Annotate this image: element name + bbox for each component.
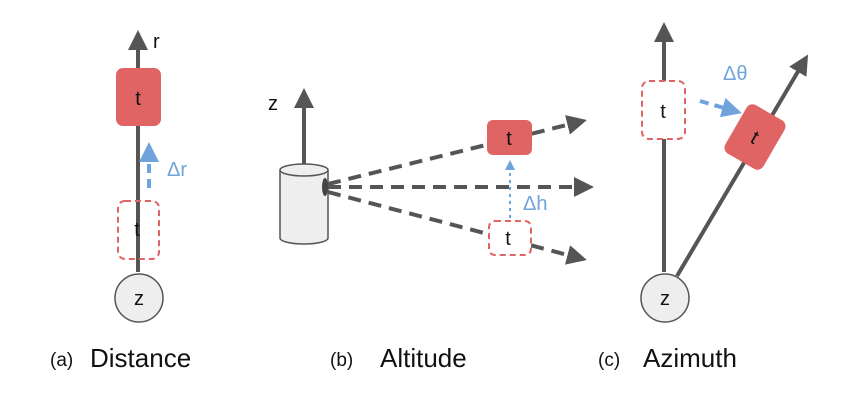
azimuth-target: t <box>724 104 786 170</box>
altitude-ghost-label: t <box>505 228 511 250</box>
caption-c-letter: (c) <box>598 350 620 371</box>
altitude-ghost-box <box>488 220 532 256</box>
distance-target-box <box>116 68 161 126</box>
altitude-delta-label: Δh <box>523 193 547 215</box>
distance-ghost-box <box>117 200 160 260</box>
azimuth-delta-label: Δθ <box>723 63 747 85</box>
azimuth-origin-label: z <box>660 288 670 310</box>
azimuth-target-box <box>724 104 786 170</box>
distance-target-label: t <box>135 88 141 110</box>
azimuth-ghost-box <box>641 80 686 140</box>
caption-b-title: Altitude <box>380 343 467 373</box>
caption-a-letter: (a) <box>50 350 73 371</box>
distance-origin-label: z <box>134 288 144 310</box>
azimuth-delta-arrow <box>699 97 742 118</box>
distance-origin-circle <box>114 273 164 323</box>
caption-b-letter: (b) <box>330 350 353 371</box>
azimuth-origin-circle <box>640 273 690 323</box>
distance-axis-label: r <box>153 31 160 53</box>
altitude-cylinder <box>279 163 329 245</box>
distance-delta-label: Δr <box>167 159 187 181</box>
altitude-axis-label: z <box>268 93 278 115</box>
altitude-target-box <box>487 120 532 155</box>
altitude-ray-lower <box>327 190 587 265</box>
azimuth-ghost-label: t <box>660 101 666 123</box>
panel-azimuth: t t Δθ z <box>640 22 809 323</box>
distance-ghost-label: t <box>134 219 140 241</box>
panel-distance: r t Δr t z <box>114 30 187 323</box>
altitude-ray-upper <box>327 115 587 186</box>
altitude-target-label: t <box>506 128 512 150</box>
caption-c-title: Azimuth <box>643 343 737 373</box>
panel-altitude: z t Δh t <box>268 88 594 265</box>
caption-a-title: Distance <box>90 343 191 373</box>
azimuth-rotated-axis <box>675 54 809 278</box>
